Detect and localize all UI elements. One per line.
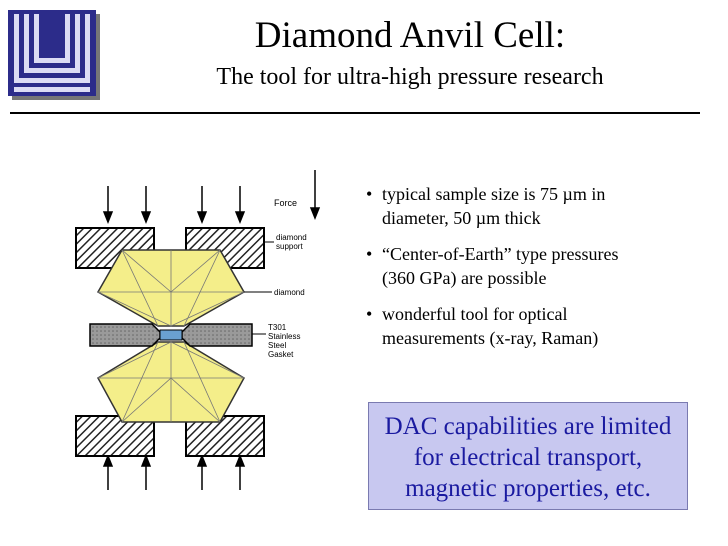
label-diamond: diamond <box>274 288 305 297</box>
title-divider <box>10 112 700 114</box>
bullet-item: • typical sample size is 75 µm in diamet… <box>366 182 696 230</box>
bullet-line: wonderful tool for optical <box>382 304 568 324</box>
label-gasket-3: Steel <box>268 341 286 350</box>
callout-line: DAC capabilities are limited <box>384 413 672 440</box>
slide-subtitle: The tool for ultra-high pressure researc… <box>216 64 604 90</box>
bullet-item: • “Center-of-Earth” type pressures (360 … <box>366 242 696 290</box>
bullet-line: typical sample size is 75 µm in <box>382 184 606 204</box>
bullet-dot: • <box>366 304 373 324</box>
limitations-callout: DAC capabilities are limited for electri… <box>368 402 688 510</box>
label-diamond-support-2: support <box>276 242 303 251</box>
label-gasket-2: Stainless <box>268 332 300 341</box>
bullet-line: “Center-of-Earth” type pressures <box>382 244 619 264</box>
label-gasket-1: T301 <box>268 323 287 332</box>
bullet-line: diameter, 50 µm thick <box>382 208 541 228</box>
bullet-list: • typical sample size is 75 µm in diamet… <box>366 182 696 362</box>
bullet-line: measurements (x-ray, Raman) <box>382 328 599 348</box>
label-diamond-support-1: diamond <box>276 233 307 242</box>
bullet-line: (360 GPa) are possible <box>382 268 547 288</box>
label-gasket-4: Gasket <box>268 350 294 359</box>
slide-title: Diamond Anvil Cell: <box>254 15 566 56</box>
lab-logo <box>8 10 100 100</box>
bullet-dot: • <box>366 244 373 264</box>
label-force: Force <box>274 198 297 208</box>
callout-line: magnetic properties, etc. <box>405 475 651 502</box>
bullet-dot: • <box>366 184 373 204</box>
bullet-item: • wonderful tool for optical measurement… <box>366 302 696 350</box>
diamond-anvil-cell-diagram: Force diamond support diamond T301 Stain… <box>75 170 321 490</box>
callout-line: for electrical transport, <box>413 444 643 471</box>
